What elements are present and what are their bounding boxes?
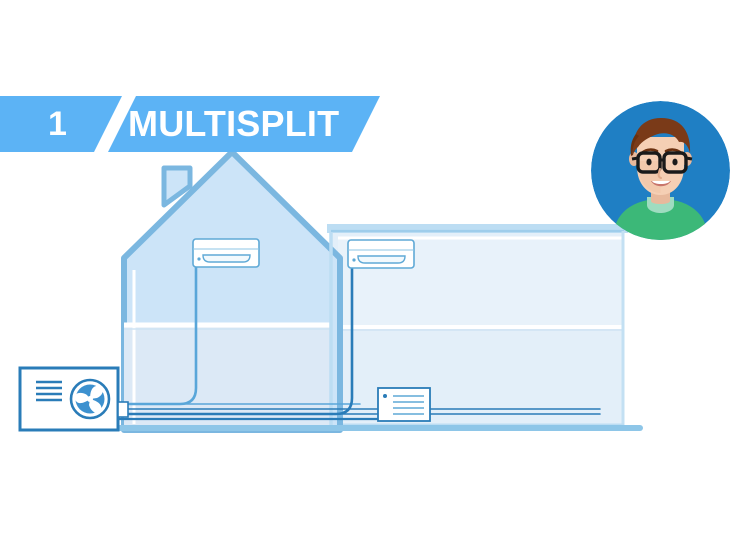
avatar-shirt [613, 199, 708, 240]
avatar-eye-right [672, 158, 678, 166]
indoor-unit-2-vent [357, 255, 406, 264]
presenter-avatar[interactable] [591, 101, 730, 240]
avatar-eye-left [646, 158, 652, 166]
banner-shape [0, 96, 380, 152]
pipe-to-indoor-unit-2 [116, 265, 354, 416]
section-banner: 1 MULTISPLIT [0, 96, 380, 152]
indoor-unit-3[interactable] [377, 387, 431, 422]
glasses-temple-left [631, 156, 639, 161]
banner-diagonal-divider [94, 96, 136, 152]
outdoor-unit-grille [36, 380, 62, 402]
outdoor-unit[interactable] [18, 366, 129, 432]
avatar-teeth [652, 181, 670, 184]
avatar-svg [591, 101, 730, 240]
avatar-hair [632, 118, 691, 155]
indoor-unit-3-indicator-led [383, 394, 387, 398]
indoor-unit-2-indicator-led [352, 258, 356, 262]
chimney [161, 165, 193, 208]
avatar-content [591, 101, 730, 240]
glasses-icon [631, 151, 693, 174]
indoor-unit-3-body [377, 387, 431, 422]
fan-icon-blades [74, 385, 103, 414]
glasses-temple-right [685, 156, 693, 161]
fan-icon-hub [87, 396, 93, 402]
pipe-network [116, 264, 601, 421]
indoor-unit-3-grille [393, 395, 424, 415]
house-left-lower-floor-fill [124, 327, 331, 430]
pipe-to-indoor-unit-1 [116, 264, 198, 406]
avatar-nose [657, 168, 662, 179]
glasses-lens-left [636, 151, 662, 174]
avatar-hair-sideburn [630, 134, 639, 156]
indoor-unit-1-body [192, 238, 260, 268]
fan-icon [69, 378, 111, 420]
house-left [121, 149, 343, 433]
avatar-cheek-shading [637, 161, 661, 193]
outdoor-unit-pipe-port [117, 401, 129, 418]
banner-background [0, 96, 380, 152]
indoor-unit-1-indicator-led [197, 257, 201, 261]
glasses-lens-right [662, 151, 688, 174]
indoor-unit-1-vent [202, 254, 251, 263]
indoor-unit-1[interactable] [192, 238, 260, 268]
indoor-unit-2-body [347, 239, 415, 269]
indoor-unit-2[interactable] [347, 239, 415, 269]
